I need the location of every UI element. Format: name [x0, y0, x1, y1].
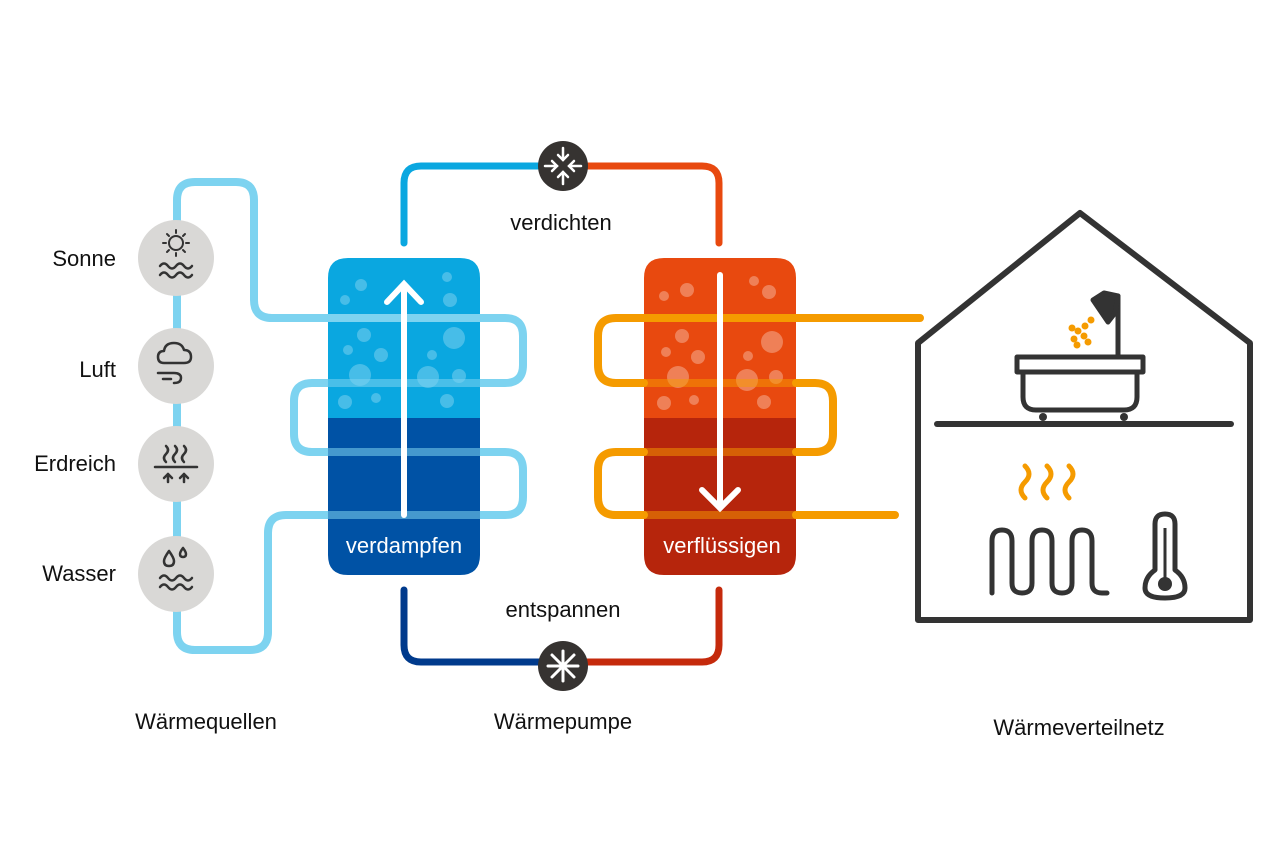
heading-pump: Wärmepumpe — [494, 709, 632, 734]
water-spray — [1068, 316, 1095, 349]
expansion-line — [400, 586, 723, 666]
source-label-erdreich: Erdreich — [34, 451, 116, 476]
source-sonne: Sonne — [52, 220, 214, 296]
evaporator-tank: verdampfen — [328, 258, 480, 575]
source-label-luft: Luft — [79, 357, 116, 382]
heat-waves-icon — [1018, 463, 1076, 501]
source-label-sonne: Sonne — [52, 246, 116, 271]
expand-label: entspannen — [506, 597, 621, 622]
compress-label: verdichten — [510, 210, 612, 235]
condenser-tank: verflüssigen — [644, 258, 796, 575]
source-erdreich: Erdreich — [34, 426, 214, 502]
water-drops-icon — [158, 546, 194, 591]
compress-arrows-icon — [543, 146, 583, 186]
source-pipe — [173, 178, 527, 654]
condenser-label: verflüssigen — [663, 533, 780, 558]
arrow-up-icon — [384, 279, 424, 518]
heat-distribution-pipe — [594, 314, 924, 519]
compression-line — [400, 162, 723, 247]
heading-distribution: Wärmeverteilnetz — [993, 715, 1164, 740]
evaporator-label: verdampfen — [346, 533, 462, 558]
source-label-wasser: Wasser — [42, 561, 116, 586]
arrow-down-icon — [699, 272, 741, 513]
cloud-wind-icon — [156, 341, 193, 385]
expansion-valve — [538, 641, 588, 691]
source-luft: Luft — [79, 328, 214, 404]
thermometer-icon — [1142, 511, 1188, 601]
sun-waves-icon — [158, 229, 194, 279]
ground-heat-icon — [153, 444, 199, 484]
bathtub-shower-icon — [1014, 290, 1146, 421]
floor-heating-coil-icon — [989, 527, 1110, 596]
house-icon — [915, 210, 1253, 623]
compressor — [538, 141, 588, 191]
heading-sources: Wärmequellen — [135, 709, 277, 734]
source-wasser: Wasser — [42, 536, 214, 612]
snowflake-asterisk-icon — [546, 649, 580, 683]
